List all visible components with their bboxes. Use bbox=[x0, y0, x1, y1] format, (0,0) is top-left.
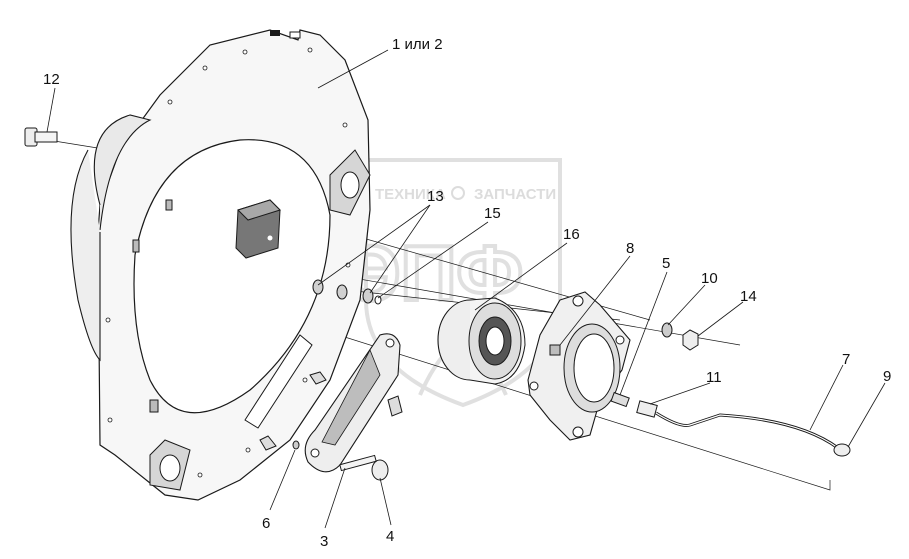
callout-7: 7 bbox=[842, 351, 850, 368]
callout-10: 10 bbox=[701, 270, 718, 287]
fork-lever-3 bbox=[304, 333, 403, 473]
callout-3: 3 bbox=[320, 533, 328, 550]
housing-plate bbox=[70, 29, 371, 501]
callout-4: 4 bbox=[386, 528, 394, 545]
bearing-housing-8 bbox=[527, 291, 631, 441]
callout-12: 12 bbox=[43, 71, 60, 88]
fitting-5 bbox=[610, 391, 630, 408]
bolt-12 bbox=[24, 127, 58, 147]
watermark-line1: ТЕХНИКА bbox=[375, 186, 446, 203]
callout-14: 14 bbox=[740, 288, 757, 305]
washer-10 bbox=[661, 322, 673, 338]
grease-tube-7 bbox=[636, 400, 839, 450]
callout-9: 9 bbox=[883, 368, 891, 385]
grease-nipple-9 bbox=[833, 443, 851, 457]
leader-lines bbox=[46, 49, 886, 529]
callout-1: 1 или 2 bbox=[392, 36, 443, 53]
callout-15: 15 bbox=[484, 205, 501, 222]
callout-labels: 1 или 2 3 4 5 6 7 8 9 10 11 12 13 14 15 … bbox=[43, 36, 891, 550]
callout-11: 11 bbox=[706, 369, 722, 386]
nuts-13-15 bbox=[312, 279, 382, 305]
callout-13: 13 bbox=[427, 188, 444, 205]
callout-8: 8 bbox=[626, 240, 634, 257]
gear-icon bbox=[451, 186, 465, 200]
pin-4 bbox=[339, 454, 389, 481]
watermark-line2: ЗАПЧАСТИ bbox=[474, 186, 556, 203]
callout-16: 16 bbox=[563, 226, 580, 243]
callout-6: 6 bbox=[262, 515, 270, 532]
callout-5: 5 bbox=[662, 255, 670, 272]
nut-14 bbox=[682, 329, 699, 351]
clip-6 bbox=[292, 440, 300, 450]
release-bearing-16 bbox=[437, 297, 526, 385]
